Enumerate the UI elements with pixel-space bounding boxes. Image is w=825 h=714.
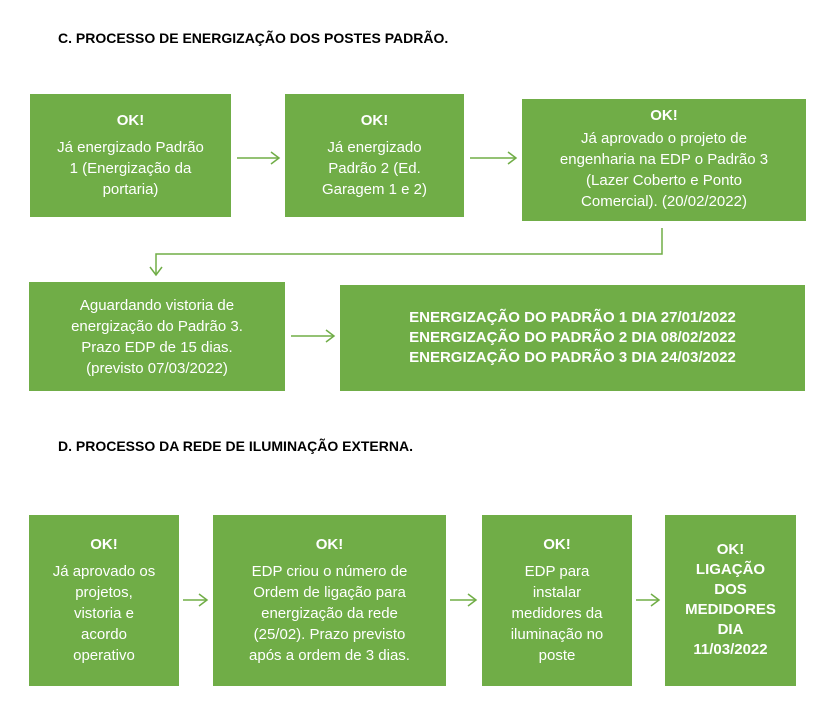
step-c1-status: OK! [116, 111, 145, 129]
step-d4-status: OK! [716, 541, 745, 558]
step-d2-box: OK! EDP criou o número de Ordem de ligaç… [213, 515, 446, 686]
step-c1-text: Já energizado Padrão 1 (Energização da p… [57, 138, 204, 198]
step-d4-box: OK! LIGAÇÃO DOS MEDIDORES DIA 11/03/2022 [665, 515, 796, 686]
step-c3-status: OK! [650, 106, 678, 124]
section-d-heading: D. PROCESSO DA REDE DE ILUMINAÇÃO EXTERN… [58, 438, 413, 454]
step-c4-box: Aguardando vistoria de energização do Pa… [29, 282, 285, 391]
step-d3-status: OK! [543, 535, 571, 553]
step-d3-box: OK! EDP para instalar medidores da ilumi… [482, 515, 632, 686]
step-d1-status: OK! [90, 535, 118, 553]
step-c1-box: OK! Já energizado Padrão 1 (Energização … [30, 94, 231, 217]
step-d1-box: OK! Já aprovado os projetos, vistoria e … [29, 515, 179, 686]
arrow-c1-c2 [237, 151, 281, 165]
step-d2-status: OK! [315, 535, 344, 553]
arrow-d3-d4 [636, 593, 661, 607]
arrow-d2-d3 [450, 593, 478, 607]
step-d3-text: EDP para instalar medidores da iluminaçã… [510, 562, 604, 664]
step-c3-box: OK! Já aprovado o projeto de engenharia … [522, 99, 806, 221]
step-d1-text: Já aprovado os projetos, vistoria e acor… [52, 562, 156, 664]
step-c2-box: OK! Já energizado Padrão 2 (Ed. Garagem … [285, 94, 464, 217]
step-c2-status: OK! [360, 111, 389, 129]
energization-dates-box: ENERGIZAÇÃO DO PADRÃO 1 DIA 27/01/2022 E… [340, 285, 805, 391]
step-c3-text: Já aprovado o projeto de engenharia na E… [559, 129, 769, 210]
step-d4-text: LIGAÇÃO DOS MEDIDORES DIA 11/03/2022 [685, 561, 776, 658]
arrow-c3-c4 [149, 228, 663, 277]
step-c2-text: Já energizado Padrão 2 (Ed. Garagem 1 e … [321, 138, 428, 198]
step-d2-text: EDP criou o número de Ordem de ligação p… [249, 562, 410, 664]
arrow-c4-c5 [291, 329, 336, 343]
energization-dates-text: ENERGIZAÇÃO DO PADRÃO 1 DIA 27/01/2022 E… [409, 309, 736, 366]
step-c4-text: Aguardando vistoria de energização do Pa… [71, 296, 243, 377]
arrow-d1-d2 [183, 593, 209, 607]
arrow-c2-c3 [470, 151, 518, 165]
section-c-heading: C. PROCESSO DE ENERGIZAÇÃO DOS POSTES PA… [58, 30, 449, 46]
